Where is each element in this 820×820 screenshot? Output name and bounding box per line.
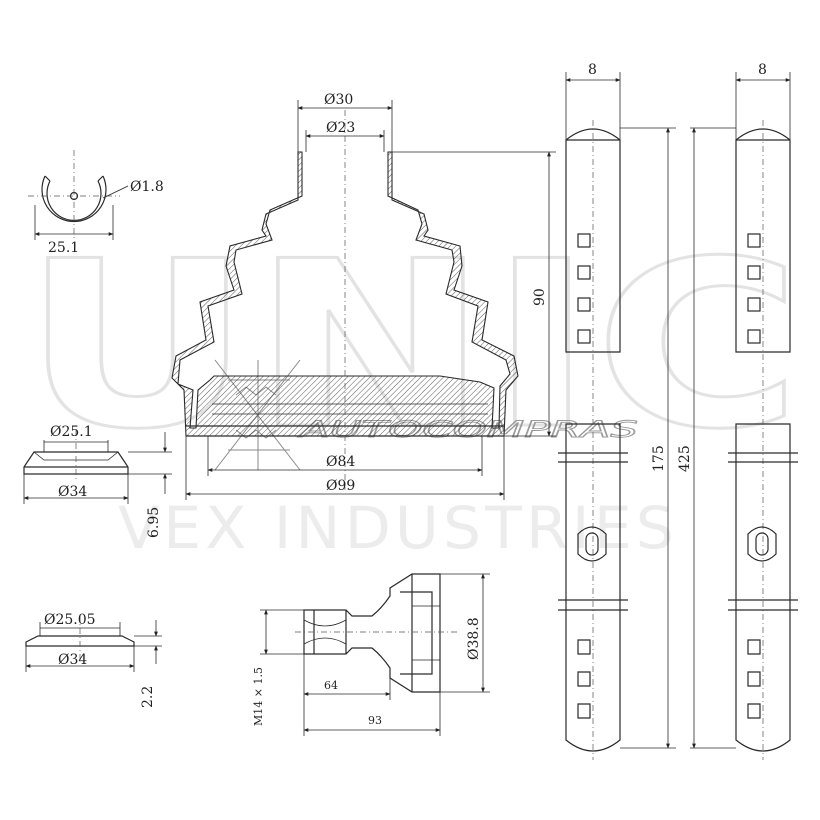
boot-bottom-inner-label: Ø84 xyxy=(326,454,355,470)
band-right-length-label: 425 xyxy=(677,445,693,472)
boot-drawing: Ø30 Ø23 Ø84 Ø99 90 xyxy=(171,92,556,500)
nut-length-short-label: 64 xyxy=(324,679,338,692)
clip-ring: Ø1.8 25.1 xyxy=(28,150,164,256)
nut-thread-label: M14 × 1.5 xyxy=(252,667,265,726)
nut-drawing: Ø38.8 M14 × 1.5 64 93 xyxy=(252,573,490,736)
band-right: 8 425 xyxy=(677,62,798,760)
boot-top-outer-label: Ø30 xyxy=(324,92,353,108)
nut-length-total-label: 93 xyxy=(368,714,382,727)
clamp-large-height-label: 6.95 xyxy=(146,507,162,538)
boot-top-inner-label: Ø23 xyxy=(326,120,355,136)
boot-bottom-outer-label: Ø99 xyxy=(326,478,355,494)
clamp-small-outer-label: Ø34 xyxy=(58,652,87,668)
band-left: 8 175 xyxy=(558,62,676,760)
clamp-small: Ø25.05 Ø34 2.2 xyxy=(25,612,162,708)
clamp-large-inner-label: Ø25.1 xyxy=(50,424,93,440)
band-left-width-label: 8 xyxy=(588,62,597,78)
clip-wire-diameter-label: Ø1.8 xyxy=(130,179,164,195)
clip-diameter-label: 25.1 xyxy=(48,240,79,256)
band-left-length-label: 175 xyxy=(651,445,667,472)
clamp-small-inner-label: Ø25.05 xyxy=(44,612,96,628)
watermark-company: VEX INDUSTRIES xyxy=(118,494,678,562)
boot-height-label: 90 xyxy=(532,288,548,306)
nut-diameter-label: Ø38.8 xyxy=(466,617,482,660)
clamp-small-height-label: 2.2 xyxy=(140,686,156,708)
band-right-width-label: 8 xyxy=(758,62,767,78)
clamp-large-outer-label: Ø34 xyxy=(58,484,87,500)
clamp-large: Ø25.1 Ø34 6.95 xyxy=(23,424,172,538)
